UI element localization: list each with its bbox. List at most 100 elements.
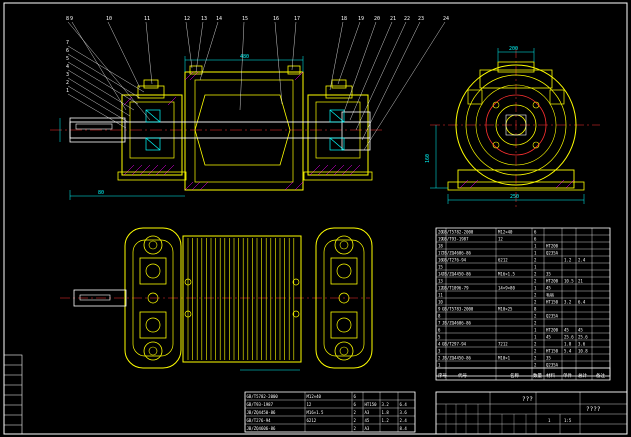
parts-cell: 2 [534,300,537,305]
parts-cell: HT150 [546,300,559,305]
parts-row-number: 17 [438,251,443,256]
left-table-cell: 6.4 [400,402,408,407]
parts-row-number: 18 [438,244,443,249]
parts-cell: JB/ZQ4606-86 [442,321,471,326]
drum-fins [187,238,295,360]
balloon-leader-16 [274,21,283,105]
left-table-cell: GB/T5782-2000 [247,394,279,399]
balloon-3: 3 [66,72,69,78]
parts-cell: 1 [534,286,537,291]
parts-cell: 45 [578,328,583,333]
parts-cell: GB/T5783-2000 [442,307,474,312]
parts-cell: 25.6 [578,335,588,340]
parts-cell: 1 [534,265,537,270]
left-table-cell: 45 [365,418,370,423]
left-table-cell: 2.4 [400,418,408,423]
parts-row-number: 20 [438,230,443,235]
left-table-cell: M12×40 [307,394,322,399]
balloon-19: 19 [358,16,364,22]
parts-cell: 45 [546,335,551,340]
parts-cell: 10.8 [578,349,588,354]
balloon-leader-10 [107,21,141,89]
right-bearing-housing [307,94,369,176]
balloon-leader-7 [67,45,145,93]
parts-row-number: 14 [438,272,443,277]
title-block-scale: 1:5 [564,418,572,423]
parts-header-cell: 单件 [563,372,572,379]
parts-row-number: 13 [438,279,443,284]
left-table-cell: 2 [354,426,357,431]
balloon-leader-14 [199,21,219,81]
balloon-leader-4 [67,69,135,111]
parts-header-cell: 代号 [458,372,467,379]
parts-row-number: 2 [438,356,441,361]
parts-header-cell: 序号 [438,372,447,379]
dim-top-width: 480 [240,54,249,60]
parts-row-number: 5 [438,335,441,340]
balloon-leader-15 [239,21,245,111]
side-view: 200 160 250 [425,46,600,210]
parts-cell: 2 [534,349,537,354]
parts-cell: HT150 [546,349,559,354]
balloon-leader-6 [67,53,141,99]
parts-cell: 10.5 [564,279,574,284]
drum-hatching [184,71,304,191]
balloon-22: 22 [404,16,410,22]
parts-cell: 1 [534,244,537,249]
parts-cell: 2 [534,321,537,326]
left-table-cell: HT150 [365,402,378,407]
balloon-21: 21 [390,16,396,22]
left-table-cell: 3.2 [382,402,390,407]
left-table-cell: 6 [354,394,357,399]
balloon-leader-2 [67,85,129,123]
parts-row-number: 11 [438,293,443,298]
binding-margin [3,354,23,435]
side-outer-circle [455,64,577,186]
parts-cell: 12 [498,237,503,242]
parts-row-number: 9 [438,307,441,312]
parts-cell: 2 [534,356,537,361]
title-block-title: ??? [522,396,533,403]
parts-cell: Q235A [546,363,559,368]
finned-drum [182,235,302,363]
left-table-cell: 6 [354,402,357,407]
parts-cell: 6.4 [578,300,586,305]
left-bearing-housing [121,94,183,176]
balloon-leader-24 [363,21,446,151]
balloon-leader-3 [67,77,131,117]
balloon-8: 8 [66,16,69,22]
dim-side-width: 200 [509,46,518,52]
left-table-cell: A3 [365,426,370,431]
parts-cell: 6 [534,237,537,242]
parts-header-cell: 材料 [546,372,555,379]
balloon-17: 17 [294,16,300,22]
balloon-10: 10 [106,16,112,22]
balloon-leader-12 [185,21,193,69]
parts-cell: 2 [534,272,537,277]
parts-cell: 2 [534,342,537,347]
left-pedestal [124,227,182,369]
parts-header-cell: 数量 [533,372,542,379]
parts-cell: M10×25 [498,307,513,312]
bearings [145,109,345,151]
parts-cell: 1.2 [564,258,572,263]
parts-cell: 25.6 [564,335,574,340]
parts-cell: M16×1.5 [498,272,515,277]
balloon-leader-9 [71,21,127,111]
balloon-6: 6 [66,48,69,54]
parts-cell: JB/ZQ4450-86 [442,356,471,361]
balloon-leader-5 [67,61,139,105]
left-table-cell: JB/ZQ4450-86 [247,410,276,415]
drawing-frame [3,2,628,435]
balloon-leader-18 [329,21,344,91]
title-block: ??? ???? 1:5 1 [435,391,628,435]
balloon-leader-13 [195,21,204,73]
left-table-cell: 3.6 [400,410,408,415]
balloon-23: 23 [418,16,424,22]
left-table-cell: 6212 [307,418,317,423]
parts-cell: 1.8 [564,342,572,347]
left-table-cell: A3 [365,410,370,415]
